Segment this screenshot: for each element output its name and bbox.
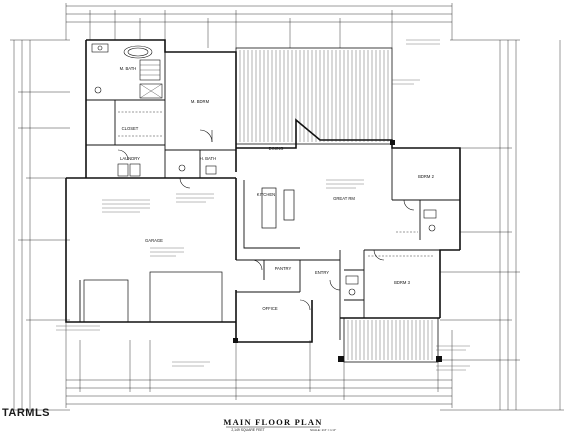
walls (65, 39, 461, 362)
annotation-lines (56, 39, 470, 371)
room-label-office: OFFICE (262, 306, 278, 311)
room-label-pantry: PANTRY (275, 266, 292, 271)
room-label-entry: ENTRY (315, 270, 329, 275)
fixtures (91, 43, 437, 296)
room-label-laundry: LAUNDRY (120, 156, 140, 161)
plan-title: MAIN FLOOR PLAN (223, 417, 322, 427)
room-label-bdrm-2: BDRM 2 (418, 174, 434, 179)
room-label-kitchen: KITCHEN (257, 192, 275, 197)
room-label-garage: GARAGE (145, 238, 163, 243)
plan-scale: SCALE: 1/4" = 1'-0" (310, 428, 336, 432)
room-label-h-bath: H. BATH (200, 156, 216, 161)
room-label-closet: CLOSET (122, 126, 139, 131)
room-label-dining: DINING (269, 146, 284, 151)
plan-subtitle: 2,149 SQUARE FEET (231, 428, 264, 432)
mls-watermark: TARMLS (2, 407, 50, 419)
title-block: MAIN FLOOR PLAN 2,149 SQUARE FEET SCALE:… (223, 417, 336, 432)
room-label-bdrm-3: BDRM 3 (394, 280, 410, 285)
dimension-lines (10, 3, 564, 411)
room-label-great-rm: GREAT RM (333, 196, 355, 201)
room-label-m-bath: M. BATH (120, 66, 137, 71)
room-labels: M. BATH M. BDRM CLOSET LAUNDRY H. BATH D… (120, 66, 435, 311)
covered-patio-hatching (235, 47, 439, 363)
room-label-m-bdrm: M. BDRM (191, 99, 210, 104)
door-swings (117, 129, 415, 311)
